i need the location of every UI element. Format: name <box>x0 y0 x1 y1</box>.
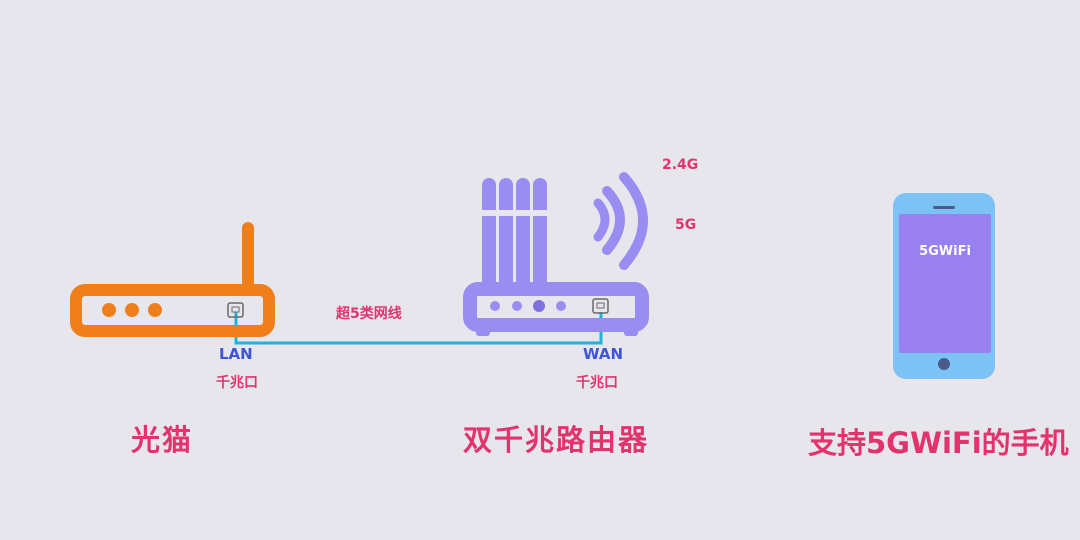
phone-name: 支持5GWiFi的手机 <box>808 426 1069 460</box>
router-port-speed: 千兆口 <box>576 375 618 391</box>
modem-name: 光猫 <box>131 423 194 457</box>
phone-screen <box>899 214 991 353</box>
modem-indicator-3 <box>148 303 162 317</box>
wifi-wave-outer <box>619 172 648 270</box>
router-icon <box>463 178 649 336</box>
phone-speaker <box>933 206 955 209</box>
modem-indicator-2 <box>125 303 139 317</box>
modem-body <box>70 284 275 337</box>
router-antenna-4 <box>533 178 547 290</box>
wifi-wave-middle <box>602 186 625 255</box>
phone-home-button <box>938 358 950 370</box>
modem-indicator-1 <box>102 303 116 317</box>
router-port-name: WAN <box>583 345 624 363</box>
wifi-wave-inner <box>593 198 610 242</box>
phone-screen-text: 5GWiFi <box>919 244 971 259</box>
modem-port-name: LAN <box>219 345 253 363</box>
band-label-5g: 5G <box>675 217 697 233</box>
modem-icon <box>70 222 275 337</box>
router-foot-right <box>624 328 638 336</box>
router-foot-left <box>476 328 490 336</box>
router-antenna-2 <box>499 178 513 290</box>
router-indicator-2 <box>512 301 522 311</box>
router-body <box>463 282 649 332</box>
router-antenna-1 <box>482 178 496 290</box>
router-indicator-3 <box>533 300 545 312</box>
modem-lan-port-icon <box>227 302 244 318</box>
router-name: 双千兆路由器 <box>463 423 650 457</box>
router-antenna-3 <box>516 178 530 290</box>
modem-port-speed: 千兆口 <box>216 375 258 391</box>
router-wan-port-icon <box>592 298 609 314</box>
band-label-24g: 2.4G <box>662 157 699 173</box>
router-indicator-4 <box>556 301 566 311</box>
phone-icon <box>893 193 995 379</box>
wifi-signal-icon <box>593 172 648 270</box>
router-indicator-1 <box>490 301 500 311</box>
cable-label: 超5类网线 <box>336 306 402 322</box>
modem-antenna <box>242 222 254 290</box>
